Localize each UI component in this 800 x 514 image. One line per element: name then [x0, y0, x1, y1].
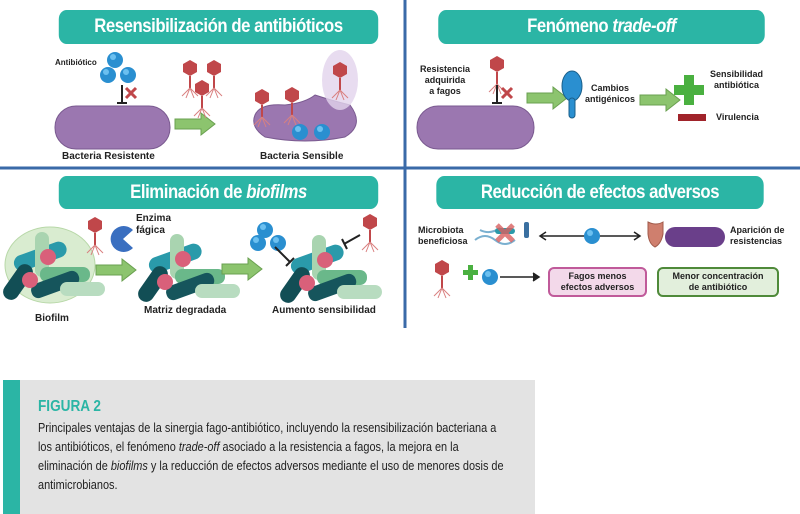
label-biofilm: Biofilm	[35, 313, 69, 324]
caption-part: asociado a la resistencia a fagos, la me…	[38, 439, 459, 473]
title-main: Eliminación de	[130, 181, 247, 203]
caption-label: FIGURA 2	[38, 398, 101, 415]
panel-title-adverse: Reducción de efectos adversos	[436, 176, 764, 209]
label-antibiotic-sensitivity: Sensibilidad antibiótica	[710, 69, 764, 90]
box-lower-antibiotic-concentration: Menor concentración de antibiótico	[657, 267, 779, 297]
adverse-illustration	[433, 221, 725, 299]
title-italic: trade-off	[612, 16, 676, 37]
resensitization-illustration	[54, 50, 358, 150]
figure-caption: FIGURA 2 Principales ventajas de la sine…	[3, 380, 535, 514]
biofilm-illustration	[0, 213, 382, 306]
tradeoff-illustration	[416, 55, 706, 150]
label-virulence: Virulencia	[716, 112, 759, 122]
label-beneficial-microbiota: Microbiota beneficiosa	[418, 225, 468, 246]
label-antibiotic: Antibiótico	[55, 58, 97, 67]
label-phage-enzyme: Enzima fágica	[136, 213, 172, 236]
label-resistant-bacteria: Bacteria Resistente	[62, 151, 155, 162]
caption-italic: trade-off	[178, 439, 220, 454]
label-resistance-emergence: Aparición de resistencias	[730, 225, 785, 246]
label-acquired-resistance: Resistencia adquirida a fagos	[420, 64, 471, 96]
label-degraded-matrix: Matriz degradada	[144, 305, 227, 316]
label-increased-sensitivity: Aumento sensibilidad	[272, 305, 376, 316]
label-sensitive-bacteria: Bacteria Sensible	[260, 151, 344, 162]
caption-part: Principales ventajas de la sinergia fago…	[38, 420, 497, 454]
panel-title-tradeoff: Fenómeno trade-off	[438, 10, 765, 44]
title-italic: biofilms	[246, 181, 307, 203]
caption-part: y la reducción de efectos adversos media…	[38, 458, 504, 492]
panel-title-resensitization: Resensibilización de antibióticos	[58, 10, 379, 44]
caption-text: Principales ventajas de la sinergia fago…	[38, 418, 508, 494]
panel-title-biofilm: Eliminación de biofilms	[58, 176, 379, 209]
title-main: Fenómeno	[527, 16, 613, 37]
label-antigenic-changes: Cambios antigénicos	[585, 83, 636, 104]
box-fewer-adverse-effects: Fagos menos efectos adversos	[548, 267, 647, 297]
caption-accent-bar	[3, 380, 20, 514]
caption-italic: biofilms	[110, 458, 148, 473]
